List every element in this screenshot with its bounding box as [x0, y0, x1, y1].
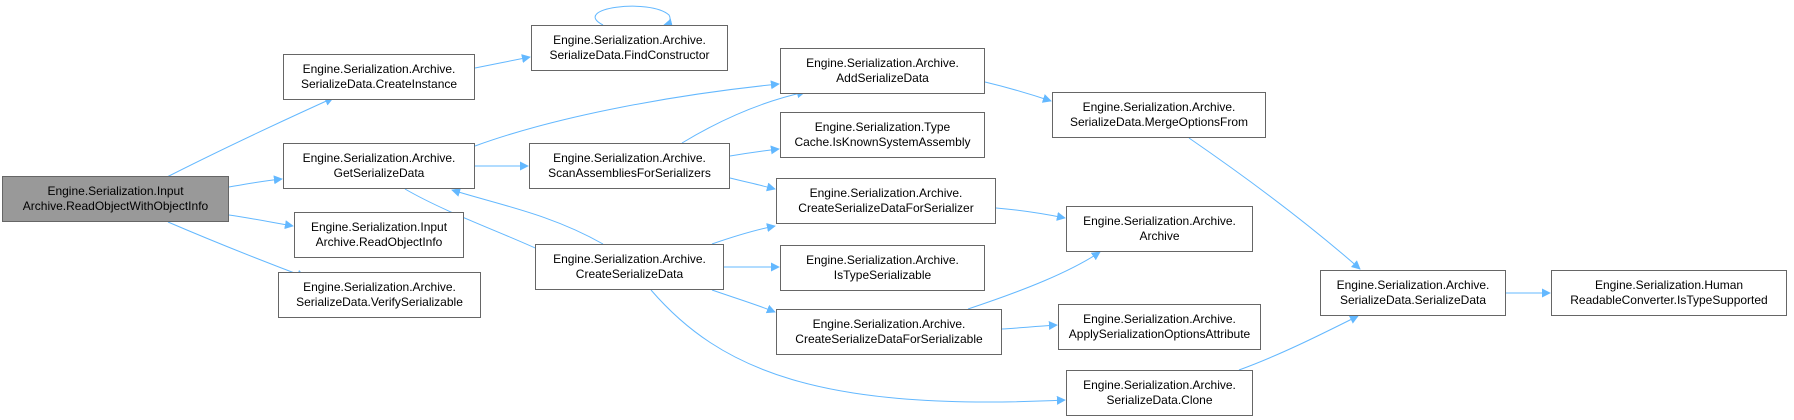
node-serialize-data-clone[interactable]: Engine.Serialization.Archive. SerializeD…: [1066, 370, 1253, 416]
edge-add-serialize-data-to-merge-options-from: [984, 81, 1052, 103]
node-line1: Engine.Serialization.Archive.: [303, 280, 456, 294]
node-line1: Engine.Serialization.Archive.: [812, 317, 966, 331]
node-line2: SerializeData.FindConstructor: [549, 48, 710, 62]
edge-clone-to-serialize-data-constructor: [1238, 315, 1359, 371]
edge-scan-assemblies-to-create-for-serializer: [729, 177, 776, 192]
node-create-serialize-data[interactable]: Engine.Serialization.Archive. CreateSeri…: [535, 244, 724, 290]
node-line2: IsTypeSerializable: [833, 268, 932, 282]
node-line2: SerializeData.SerializeData: [1339, 293, 1487, 307]
node-line1: Engine.Serialization.Archive.: [302, 62, 456, 76]
node-archive[interactable]: Engine.Serialization.Archive. Archive: [1066, 206, 1253, 252]
node-create-serialize-data-for-serializer[interactable]: Engine.Serialization.Archive. CreateSeri…: [776, 178, 996, 224]
node-line2: ReadableConverter.IsTypeSupported: [1570, 293, 1768, 307]
edge-root-to-get-serialize-data: [228, 175, 283, 188]
edge-create-serialize-data-to-create-for-serializable: [711, 289, 776, 314]
edge-create-serialize-data-to-create-for-serializer: [711, 223, 776, 245]
node-line2: Cache.IsKnownSystemAssembly: [794, 135, 971, 149]
node-line1: Engine.Serialization.Type: [814, 120, 951, 134]
node-line2: SerializeData.CreateInstance: [300, 77, 458, 91]
node-line2: SerializeData.VerifySerializable: [296, 295, 463, 309]
node-line1: Engine.Serialization.Archive.: [553, 252, 706, 266]
edge-create-serialize-data-to-clone: [650, 289, 1066, 405]
edge-root-to-read-object-info: [228, 214, 294, 230]
node-line1: Engine.Serialization.Archive.: [1336, 278, 1490, 292]
node-line1: Engine.Serialization.Archive.: [1083, 214, 1236, 228]
edge-find-constructor-self-loop: [594, 5, 673, 28]
edge-root-to-create-instance: [162, 97, 334, 180]
node-add-serialize-data[interactable]: Engine.Serialization.Archive. AddSeriali…: [780, 48, 985, 94]
node-line2: SerializeData.Clone: [1106, 393, 1213, 407]
edge-merge-options-from-to-serialize-data-constructor: [1188, 137, 1361, 270]
node-serialize-data-create-instance[interactable]: Engine.Serialization.Archive. SerializeD…: [283, 54, 475, 100]
node-line2: CreateSerializeDataForSerializer: [798, 201, 974, 215]
node-line2: SerializeData.MergeOptionsFrom: [1069, 115, 1249, 129]
node-find-constructor[interactable]: Engine.Serialization.Archive. SerializeD…: [531, 25, 728, 71]
node-line1: Engine.Serialization.Archive.: [1082, 100, 1236, 114]
node-line2: Archive.ReadObjectInfo: [315, 235, 443, 249]
node-line2: ApplySerializationOptionsAttribute: [1068, 327, 1251, 341]
node-line1: Engine.Serialization.Archive.: [806, 56, 959, 70]
node-scan-assemblies-for-serializers[interactable]: Engine.Serialization.Archive. ScanAssemb…: [529, 143, 730, 189]
edge-scan-assemblies-to-is-known-system-assembly: [729, 145, 780, 157]
edge-create-for-serializable-to-archive: [967, 251, 1101, 310]
node-read-object-with-object-info[interactable]: Engine.Serialization.Input Archive.ReadO…: [2, 176, 229, 222]
node-create-serialize-data-for-serializable[interactable]: Engine.Serialization.Archive. CreateSeri…: [776, 309, 1002, 355]
edge-root-to-verify-serializable: [167, 221, 306, 279]
node-merge-options-from[interactable]: Engine.Serialization.Archive. SerializeD…: [1052, 92, 1266, 138]
node-line1: Engine.Serialization.Input: [310, 220, 448, 234]
node-line2: CreateSerializeDataForSerializable: [795, 332, 983, 346]
node-apply-serialization-options-attribute[interactable]: Engine.Serialization.Archive. ApplySeria…: [1058, 304, 1261, 350]
node-line1: Engine.Serialization.Input: [47, 184, 184, 198]
node-line2: Archive: [1139, 229, 1180, 243]
node-line2: ScanAssembliesForSerializers: [548, 166, 711, 180]
node-get-serialize-data[interactable]: Engine.Serialization.Archive. GetSeriali…: [283, 143, 475, 189]
node-is-type-supported[interactable]: Engine.Serialization.Human ReadableConve…: [1551, 270, 1787, 316]
edge-create-instance-to-find-constructor: [474, 54, 531, 69]
node-line2: Archive.ReadObjectWithObjectInfo: [22, 199, 209, 213]
node-is-type-serializable[interactable]: Engine.Serialization.Archive. IsTypeSeri…: [780, 245, 985, 291]
node-line1: Engine.Serialization.Archive.: [553, 151, 706, 165]
edge-get-serialize-data-to-add-serialize-data: [474, 80, 780, 147]
edge-create-for-serializer-to-archive: [995, 207, 1066, 221]
node-line2: GetSerializeData: [333, 166, 425, 180]
node-verify-serializable[interactable]: Engine.Serialization.Archive. SerializeD…: [278, 272, 481, 318]
node-is-known-system-assembly[interactable]: Engine.Serialization.Type Cache.IsKnownS…: [780, 112, 985, 158]
node-line1: Engine.Serialization.Archive.: [806, 253, 959, 267]
node-line1: Engine.Serialization.Archive.: [1083, 378, 1236, 392]
node-line1: Engine.Serialization.Archive.: [1083, 312, 1236, 326]
node-serialize-data-constructor[interactable]: Engine.Serialization.Archive. SerializeD…: [1320, 270, 1506, 316]
node-line1: Engine.Serialization.Archive.: [809, 186, 963, 200]
node-line2: CreateSerializeData: [575, 267, 684, 281]
node-line1: Engine.Serialization.Archive.: [553, 33, 706, 47]
edge-scan-assemblies-to-add-serialize-data: [681, 89, 806, 144]
edge-create-serialize-data-to-get-serialize-data: [451, 188, 604, 245]
edge-create-for-serializable-to-apply-options-attribute: [1001, 320, 1058, 330]
node-line1: Engine.Serialization.Human: [1594, 278, 1744, 292]
node-line2: AddSerializeData: [836, 71, 929, 85]
node-line1: Engine.Serialization.Archive.: [302, 151, 456, 165]
node-read-object-info[interactable]: Engine.Serialization.Input Archive.ReadO…: [294, 212, 464, 258]
